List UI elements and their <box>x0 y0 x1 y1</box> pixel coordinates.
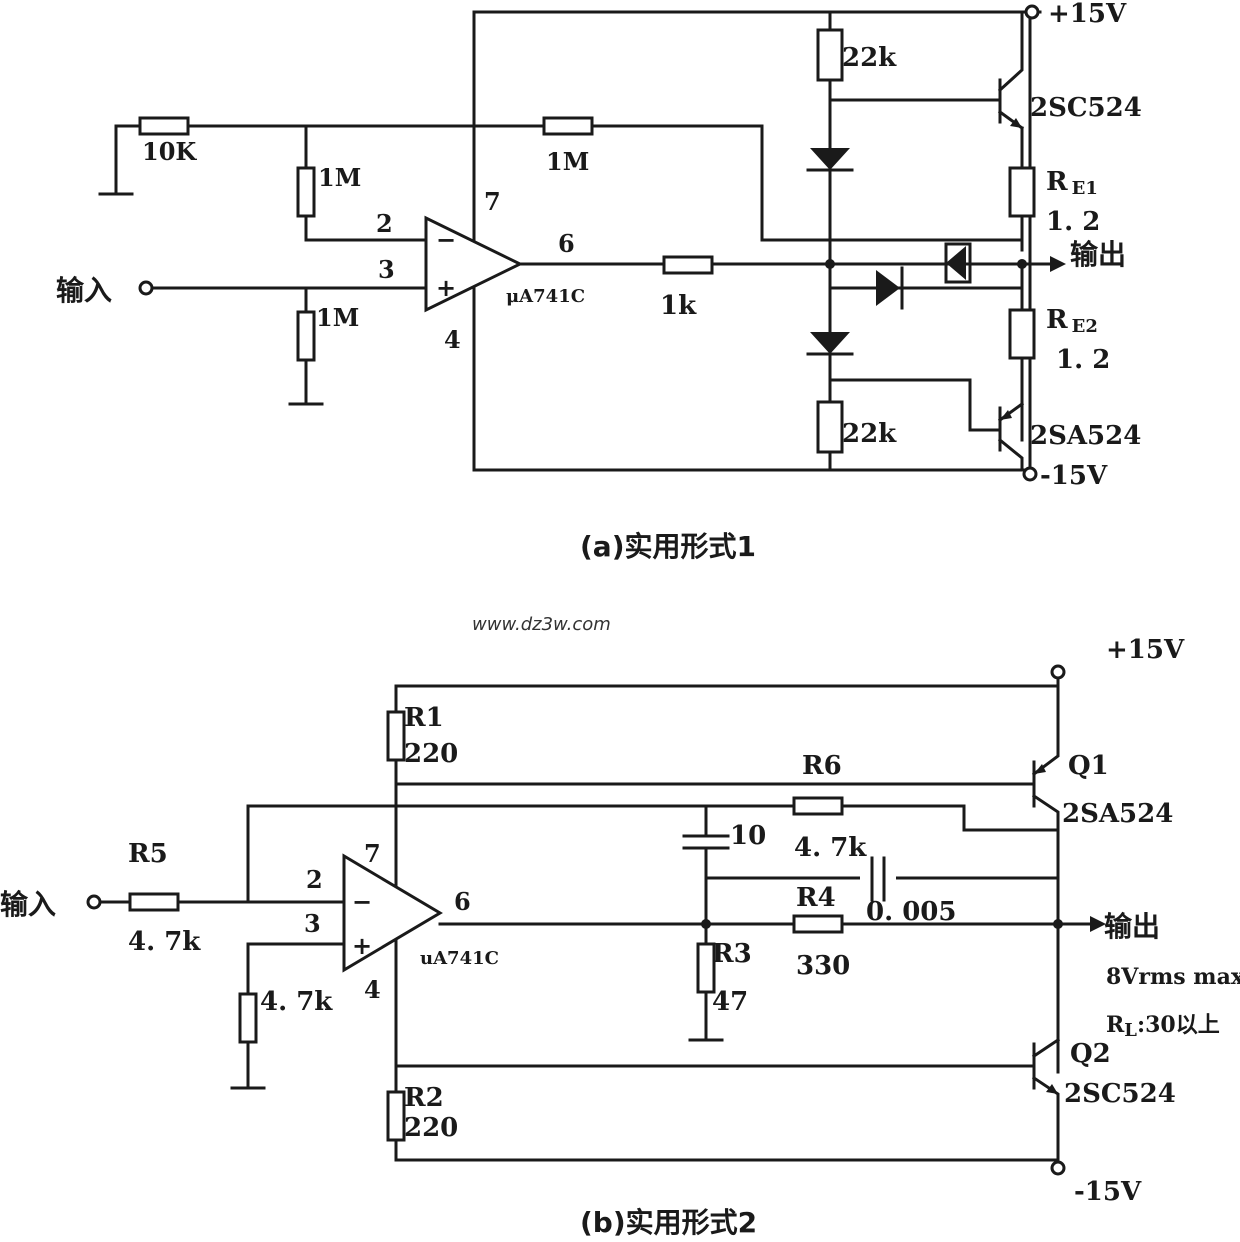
svg-text:−: − <box>436 226 456 254</box>
label-pin7-a: 7 <box>484 187 501 216</box>
label-r-plus-value: 4. 7k <box>260 987 333 1017</box>
label-minus-15v-b: -15V <box>1074 1177 1142 1207</box>
label-pin2-a: 2 <box>376 209 393 238</box>
resistor-re2 <box>1008 308 1036 360</box>
opamp-a <box>424 215 524 313</box>
label-pin2-b: 2 <box>306 865 323 894</box>
label-opamp-a: μA741C <box>506 286 585 307</box>
label-q2-type: 2SC524 <box>1064 1079 1176 1109</box>
resistor-22k-bottom <box>816 400 844 454</box>
watermark: www.dz3w.com <box>472 614 611 635</box>
resistor-22k-top <box>816 28 844 82</box>
label-spec-load: RL:30以上 <box>1106 1012 1220 1041</box>
label-22k-top: 22k <box>842 43 897 73</box>
svg-text:+: + <box>352 932 372 960</box>
label-r1: R1 <box>404 703 444 733</box>
label-1k: 1k <box>660 291 697 321</box>
label-r3: R3 <box>712 939 752 969</box>
diode-mid <box>876 266 904 310</box>
caption-b: (b)实用形式2 <box>580 1206 757 1239</box>
resistor-r4 <box>792 914 844 934</box>
label-22k-bottom: 22k <box>842 419 897 449</box>
label-1m-top: 1M <box>318 163 361 192</box>
label-pin4-a: 4 <box>444 325 461 354</box>
label-minus-15v-a: -15V <box>1040 461 1108 491</box>
label-re1-value: 1. 2 <box>1046 207 1100 237</box>
resistor-r5 <box>128 892 180 912</box>
svg-text:+: + <box>436 274 456 302</box>
label-output-b: 输出 <box>1104 910 1160 943</box>
label-r5-value: 4. 7k <box>128 927 201 957</box>
label-pin3-a: 3 <box>378 255 395 284</box>
label-r5: R5 <box>128 839 168 869</box>
resistor-1m-input <box>296 310 316 362</box>
label-q1: Q1 <box>1068 751 1109 781</box>
label-re2-value: 1. 2 <box>1056 345 1110 375</box>
resistor-1k <box>662 255 714 275</box>
label-input-b: 输入 <box>0 888 56 921</box>
label-c2-value: 0. 005 <box>866 897 956 927</box>
terminal-plus-15v <box>1024 4 1040 20</box>
label-spec-voltage: 8Vrms max <box>1106 964 1240 990</box>
circuit-b: − + +15V -15V R1 220 R2 220 R6 4. 7k 10 … <box>0 635 1240 1239</box>
diode-bottom <box>806 332 854 356</box>
label-1m-feedback: 1M <box>546 147 589 176</box>
resistor-re1 <box>1008 166 1036 218</box>
label-plus-15v-b: +15V <box>1106 635 1185 665</box>
resistor-r2 <box>386 1090 406 1142</box>
terminal-minus-15v <box>1022 466 1038 482</box>
input-terminal-a <box>138 280 154 296</box>
label-opamp-b: uA741C <box>420 948 499 969</box>
label-output-a: 输出 <box>1070 238 1126 271</box>
label-r4: R4 <box>796 883 836 913</box>
resistor-1m-top <box>296 166 316 218</box>
diode-pair <box>944 242 972 284</box>
label-r4-value: 330 <box>796 951 850 981</box>
resistor-10k <box>138 116 190 136</box>
svg-text:−: − <box>352 888 372 916</box>
label-pin3-b: 3 <box>304 909 321 938</box>
label-plus-15v-a: +15V <box>1048 0 1127 29</box>
label-r1-value: 220 <box>404 739 458 769</box>
label-10k: 10K <box>142 137 197 166</box>
input-terminal-b <box>86 894 102 910</box>
label-r2-value: 220 <box>404 1113 458 1143</box>
label-c1-value: 10 <box>730 821 766 851</box>
label-q2: Q2 <box>1070 1039 1111 1069</box>
label-r2: R2 <box>404 1083 444 1113</box>
resistor-plus-input <box>238 992 258 1044</box>
label-r3-value: 47 <box>712 987 748 1017</box>
label-2sa524: 2SA524 <box>1030 421 1141 451</box>
resistor-r1 <box>386 710 406 762</box>
resistor-r3 <box>696 942 716 994</box>
label-r6: R6 <box>802 751 842 781</box>
caption-a: (a)实用形式1 <box>580 530 756 563</box>
resistor-r6 <box>792 796 844 816</box>
label-r6-value: 4. 7k <box>794 833 867 863</box>
resistor-1m-feedback <box>542 116 594 136</box>
label-1m-input: 1M <box>316 303 359 332</box>
label-2sc524: 2SC524 <box>1030 93 1142 123</box>
label-pin6-a: 6 <box>558 229 575 258</box>
label-pin6-b: 6 <box>454 887 471 916</box>
label-pin7-b: 7 <box>364 839 381 868</box>
terminal-plus-15v-b <box>1050 664 1066 680</box>
terminal-minus-15v-b <box>1050 1160 1066 1176</box>
diode-top <box>806 148 854 172</box>
label-pin4-b: 4 <box>364 975 381 1004</box>
label-input-a: 输入 <box>56 274 112 307</box>
opamp-b <box>342 853 443 973</box>
label-q1-type: 2SA524 <box>1062 799 1173 829</box>
